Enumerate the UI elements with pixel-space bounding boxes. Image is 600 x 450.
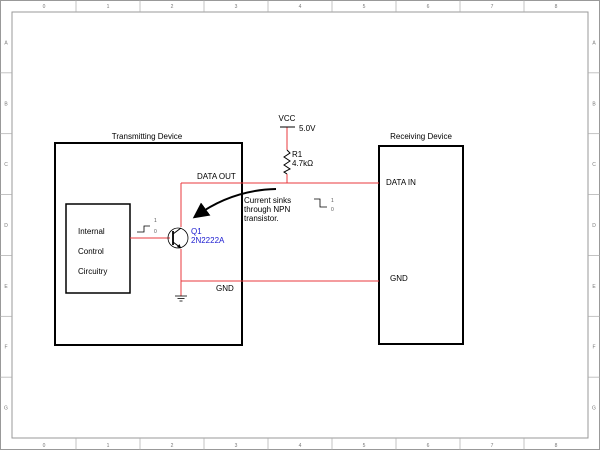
frame-col-label-top: 1 <box>107 4 110 10</box>
transmitter-box <box>54 142 243 346</box>
frame-row-label-right: D <box>592 223 596 229</box>
frame-col-label-top: 5 <box>363 4 366 10</box>
frame-row-label-left: D <box>4 223 8 229</box>
frame-col-label-top: 2 <box>171 4 174 10</box>
receiver-title: Receiving Device <box>390 132 452 141</box>
frame-col-label-bottom: 0 <box>43 443 46 449</box>
rising-low-label: 0 <box>154 229 157 235</box>
frame-col-label-bottom: 2 <box>171 443 174 449</box>
frame-row-label-right: B <box>592 101 596 107</box>
frame-col-label-top: 6 <box>427 4 430 10</box>
frame-row-label-right: F <box>592 345 595 351</box>
current-arrow-icon <box>192 188 277 219</box>
frame-row-label-left: C <box>4 162 8 168</box>
frame-col-label-top: 7 <box>491 4 494 10</box>
frame-row-label-right: G <box>592 406 596 412</box>
frame-row-label-left: B <box>4 101 8 107</box>
frame-col-label-bottom: 4 <box>299 443 302 449</box>
frame-col-label-top: 3 <box>235 4 238 10</box>
frame-row-label-left: F <box>4 345 7 351</box>
frame-col-label-top: 0 <box>43 4 46 10</box>
transmitting-device: Transmitting Device Internal Control Cir… <box>54 132 243 346</box>
waveform-falling-icon: 1 0 <box>314 198 334 213</box>
ground-icon <box>175 295 187 302</box>
wires <box>130 127 379 296</box>
internal-label-3: Circuitry <box>78 267 107 276</box>
frame-row-label-right: A <box>592 40 596 46</box>
frame-col-label-bottom: 7 <box>491 443 494 449</box>
frame-row-label-left: A <box>4 40 8 46</box>
frame-col-label-bottom: 3 <box>235 443 238 449</box>
internal-label-2: Control <box>78 247 104 256</box>
receiving-device: Receiving Device DATA IN GND <box>378 132 464 345</box>
receiver-gnd-label: GND <box>390 274 408 283</box>
data-out-label: DATA OUT <box>197 172 236 181</box>
current-flow-annotation: Current sinks through NPN transistor. <box>192 188 291 223</box>
transistor-q1: Q1 2N2222A <box>167 227 225 249</box>
resistor-ref: R1 <box>292 150 303 159</box>
annotation-line-2: through NPN <box>244 205 290 214</box>
resistor-zigzag <box>283 149 291 175</box>
frame-col-label-top: 8 <box>555 4 558 10</box>
frame-col-label-bottom: 1 <box>107 443 110 449</box>
frame-row-label-left: E <box>4 284 8 290</box>
waveform-rising-icon: 1 0 <box>137 218 157 235</box>
transmitter-gnd-label: GND <box>216 284 234 293</box>
frame-row-label-left: G <box>4 406 8 412</box>
frame-row-label-right: C <box>592 162 596 168</box>
transmitter-title: Transmitting Device <box>112 132 183 141</box>
frame-col-label-bottom: 5 <box>363 443 366 449</box>
resistor-value: 4.7kΩ <box>292 159 313 168</box>
data-in-label: DATA IN <box>386 178 416 187</box>
frame-row-label-right: E <box>592 284 596 290</box>
frame-col-label-bottom: 8 <box>555 443 558 449</box>
frame-col-label-top: 4 <box>299 4 302 10</box>
annotation-line-1: Current sinks <box>244 196 291 205</box>
transistor-part: 2N2222A <box>191 236 225 245</box>
vcc-voltage: 5.0V <box>299 124 316 133</box>
falling-high-label: 1 <box>331 198 334 204</box>
vcc-label: VCC <box>279 114 296 123</box>
vcc-symbol: VCC 5.0V <box>279 114 317 133</box>
annotation-line-3: transistor. <box>244 214 279 223</box>
transistor-body <box>167 227 189 249</box>
internal-label-1: Internal <box>78 227 105 236</box>
internal-control-box <box>65 203 131 294</box>
falling-low-label: 0 <box>331 207 334 213</box>
rising-high-label: 1 <box>154 218 157 224</box>
receiver-box <box>378 145 464 345</box>
frame-col-label-bottom: 6 <box>427 443 430 449</box>
transistor-ref: Q1 <box>191 227 202 236</box>
resistor-r1: R1 4.7kΩ <box>283 149 313 175</box>
